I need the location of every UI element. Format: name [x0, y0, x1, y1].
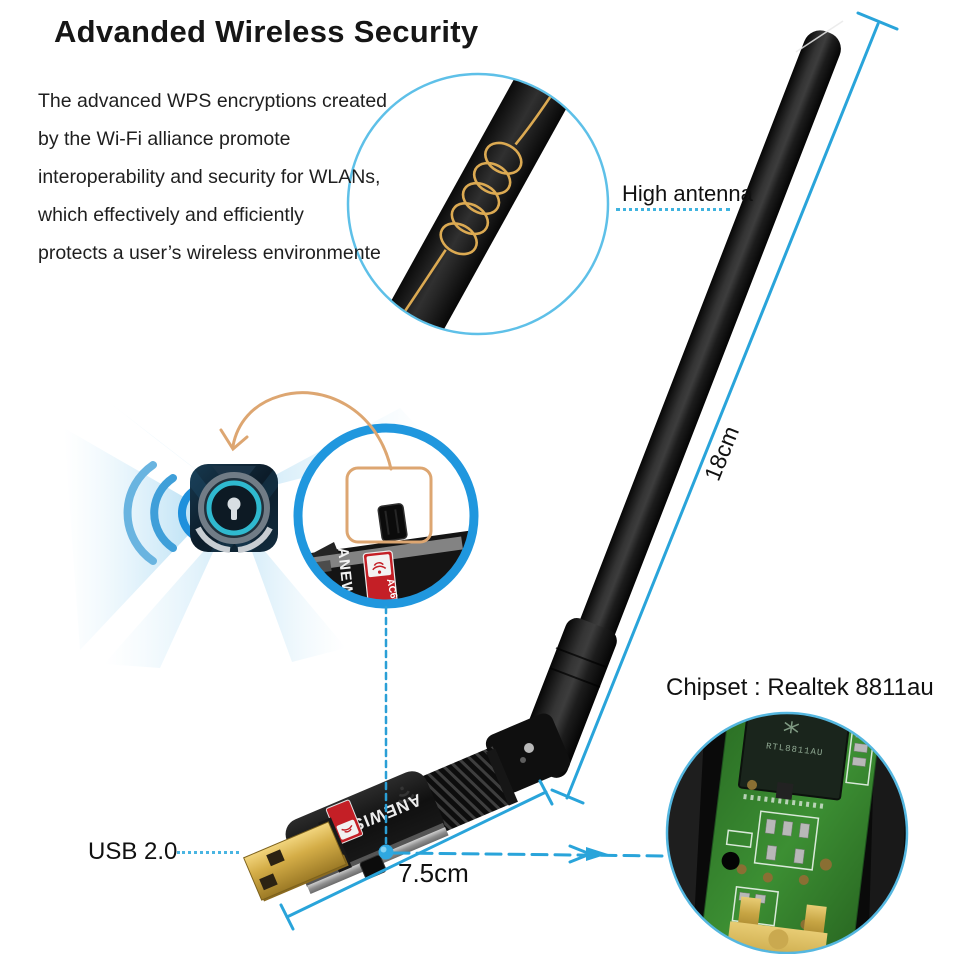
wifi-adapter-product: ANEWISH [243, 20, 844, 902]
hinge-screw [524, 743, 534, 753]
security-lock-icon [190, 464, 278, 553]
description-text: The advanced WPS encryptions created by … [38, 90, 388, 264]
signal-beam-lower-right [242, 524, 346, 662]
wps-zoom-inset: ANEWISH AC600 [293, 423, 479, 609]
antenna-tip-highlight [795, 20, 844, 53]
chip-pin-row [743, 793, 824, 809]
chipset-inset-ring [665, 711, 909, 954]
chipset-zoom-inset: RTL8811AU [665, 711, 909, 954]
callout-body-length: 7.5cm [398, 858, 469, 888]
wps-pointer-dot [378, 844, 394, 860]
signal-beam-lower-left [104, 528, 224, 668]
model-badge-inset: AC600 [362, 550, 401, 600]
usb-pointer-dashes [177, 851, 239, 854]
callout-high-antenna: High antenna [622, 181, 753, 206]
usb-contacts-gold [721, 896, 828, 952]
antenna-zoom-inset [346, 72, 610, 336]
pcb-board: RTL8811AU [696, 714, 882, 952]
wifi-signal-icon [123, 461, 196, 565]
keyhole-icon [227, 497, 241, 520]
antenna-tube [572, 30, 841, 662]
high-antenna-underline [616, 208, 730, 211]
antenna-coil-icon [372, 75, 574, 333]
inset-ring [293, 423, 479, 609]
wps-highlight-box [345, 466, 433, 544]
usb-plug [243, 821, 349, 902]
page-title: Advanded Wireless Security [54, 14, 479, 49]
callout-usb-version: USB 2.0 [88, 838, 178, 865]
wps-button-inset [377, 503, 408, 542]
measurement-lines [279, 11, 899, 931]
antenna-length-line [550, 11, 899, 805]
pcb-hole [721, 851, 740, 870]
realtek-logo [783, 721, 800, 734]
antenna-hinge [485, 713, 571, 793]
embossed-wifi-icon [398, 786, 415, 803]
wps-callout-arrow [219, 391, 393, 471]
wireless-security-graphic [64, 392, 434, 668]
callout-chipset: Chipset : Realtek 8811au [666, 674, 934, 701]
chipset-pointer-line [392, 844, 668, 864]
